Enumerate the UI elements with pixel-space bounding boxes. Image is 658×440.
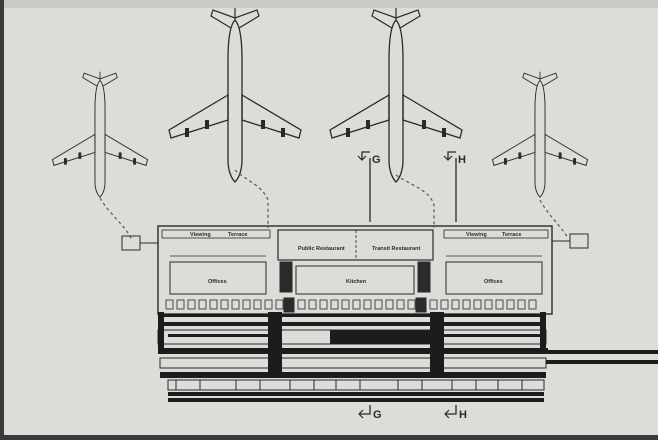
terminal-building — [157, 225, 553, 315]
counter-box — [528, 299, 537, 310]
counter-box — [242, 299, 251, 310]
platform-opening — [497, 379, 523, 391]
label-kitchen: Kitchen — [346, 279, 367, 285]
counter-box — [363, 299, 372, 310]
platform-opening — [235, 379, 261, 391]
marker-label-h-bottom: H — [459, 409, 467, 421]
counter-box — [209, 299, 218, 310]
counter-box — [407, 299, 416, 310]
marker-label-g-bottom: G — [373, 409, 382, 421]
counter-box — [231, 299, 240, 310]
platform-opening — [175, 379, 201, 391]
counter-box — [517, 299, 526, 310]
end-jet-bridges — [121, 233, 589, 251]
platform-openings — [175, 379, 523, 391]
counter-box — [275, 299, 284, 310]
marker-label-g-top: G — [372, 154, 381, 166]
counter-box — [187, 299, 196, 310]
counter-box — [473, 299, 482, 310]
counter-box — [374, 299, 383, 310]
counter-box — [198, 299, 207, 310]
label-transit-restaurant: Transit Restaurant — [372, 246, 420, 252]
counter-box — [484, 299, 493, 310]
counter-box — [418, 299, 427, 310]
counter-box — [253, 299, 262, 310]
label-terrace-left: Terrace — [228, 232, 247, 238]
paper-sheet — [4, 0, 658, 435]
marker-label-h-top: H — [458, 154, 466, 166]
label-offices-left: Offices — [208, 279, 227, 285]
counter-box — [341, 299, 350, 310]
counter-box — [352, 299, 361, 310]
viewing-terrace-right-area — [443, 229, 549, 239]
counter-box — [308, 299, 317, 310]
section-marker-bottom-h: H — [444, 405, 467, 421]
kitchen-room — [295, 265, 415, 295]
platform-opening — [335, 379, 361, 391]
offices-left-room — [169, 261, 267, 295]
label-public-restaurant: Public Restaurant — [298, 246, 345, 252]
label-viewing-right: Viewing — [466, 232, 487, 238]
counter-box — [176, 299, 185, 310]
platform-opening — [451, 379, 477, 391]
counter-box — [264, 299, 273, 310]
counter-box — [451, 299, 460, 310]
counter-box — [506, 299, 515, 310]
label-offices-right: Offices — [484, 279, 503, 285]
counter-box — [440, 299, 449, 310]
label-viewing-left: Viewing — [190, 232, 211, 238]
counter-box — [220, 299, 229, 310]
counter-box — [319, 299, 328, 310]
counter-box — [385, 299, 394, 310]
counter-box — [165, 299, 174, 310]
restaurant-block — [277, 229, 434, 261]
section-marker-bottom-g: G — [358, 405, 382, 421]
counter-box — [396, 299, 405, 310]
section-marker-top-h: H — [443, 151, 466, 222]
label-terrace-right: Terrace — [502, 232, 521, 238]
platform-opening — [397, 379, 423, 391]
section-marker-top-g: G — [357, 151, 381, 222]
counter-row — [165, 299, 537, 310]
viewing-terrace-left-area — [161, 229, 271, 239]
counter-box — [297, 299, 306, 310]
counter-box — [462, 299, 471, 310]
platform-opening — [289, 379, 315, 391]
counter-box — [495, 299, 504, 310]
counter-box — [330, 299, 339, 310]
counter-box — [286, 299, 295, 310]
offices-right-room — [445, 261, 543, 295]
counter-box — [429, 299, 438, 310]
